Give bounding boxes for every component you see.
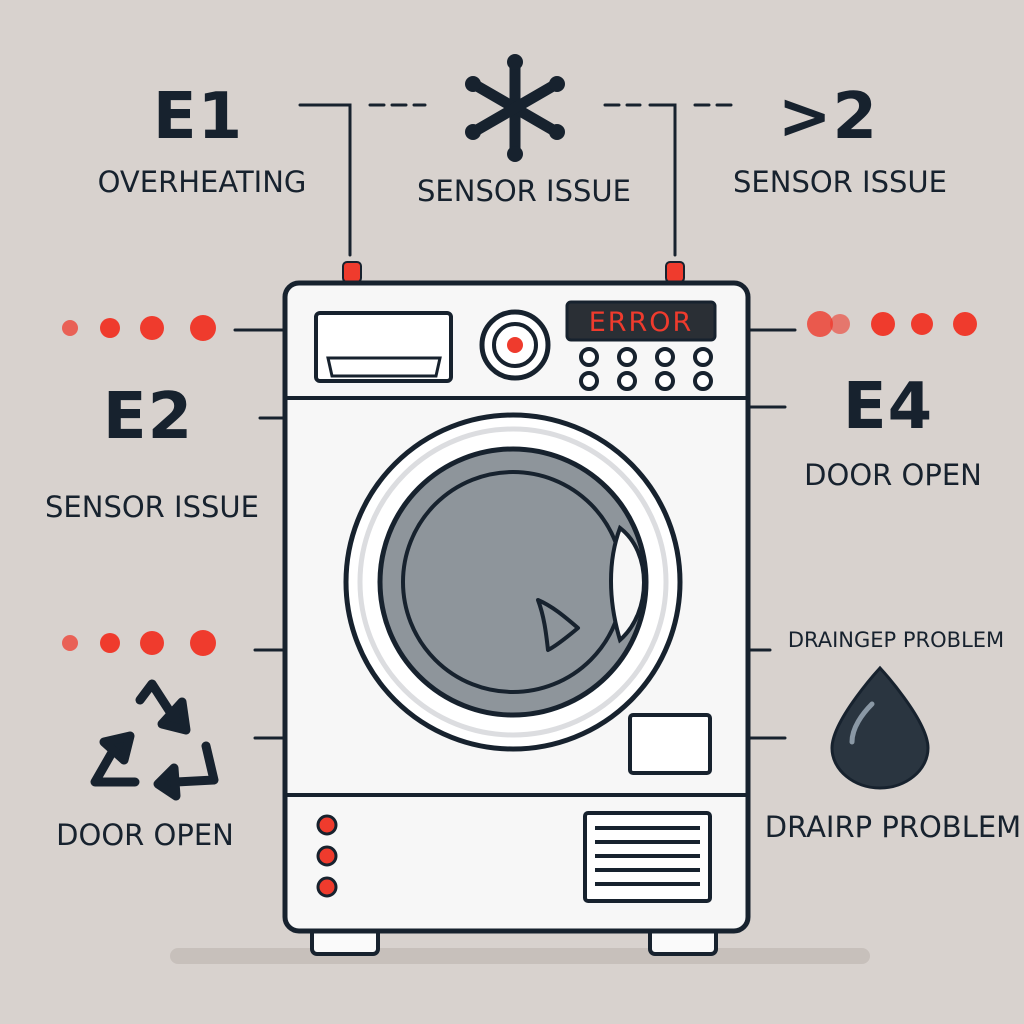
e1-code: E1 <box>152 80 244 154</box>
e2-description: SENSOR ISSUE <box>45 490 259 524</box>
snowflake-icon <box>465 54 565 162</box>
dryer-door[interactable] <box>343 412 683 752</box>
drain-bottom-description: DRAIRP PROBLEM <box>764 810 1022 844</box>
e4-code: E4 <box>842 370 934 444</box>
recycle-icon <box>90 679 219 801</box>
error-display-text: ERROR <box>589 307 694 338</box>
bottom-left-description: DOOR OPEN <box>56 818 234 852</box>
top-right-description: SENSOR ISSUE <box>733 165 947 199</box>
control-knob[interactable] <box>479 309 551 381</box>
water-drop-icon <box>830 665 930 790</box>
top-center-description: SENSOR ISSUE <box>417 174 631 208</box>
vent-grille <box>583 811 712 903</box>
top-right-code: >2 <box>777 80 879 154</box>
control-buttons[interactable] <box>579 347 713 391</box>
e2-code: E2 <box>102 380 194 454</box>
drain-top-description: DRAINGEP PROBLEM <box>787 628 1005 652</box>
dryer-illustration: ERROR <box>282 280 751 956</box>
filter-panel[interactable] <box>628 713 712 775</box>
top-indicators <box>342 261 685 283</box>
error-display <box>565 300 717 342</box>
indicator-lights <box>316 814 338 898</box>
connector-lines <box>233 103 797 740</box>
floor-shadow <box>170 948 870 964</box>
status-dots-icon <box>62 311 977 656</box>
e4-description: DOOR OPEN <box>804 458 982 492</box>
e1-description: OVERHEATING <box>97 165 307 199</box>
